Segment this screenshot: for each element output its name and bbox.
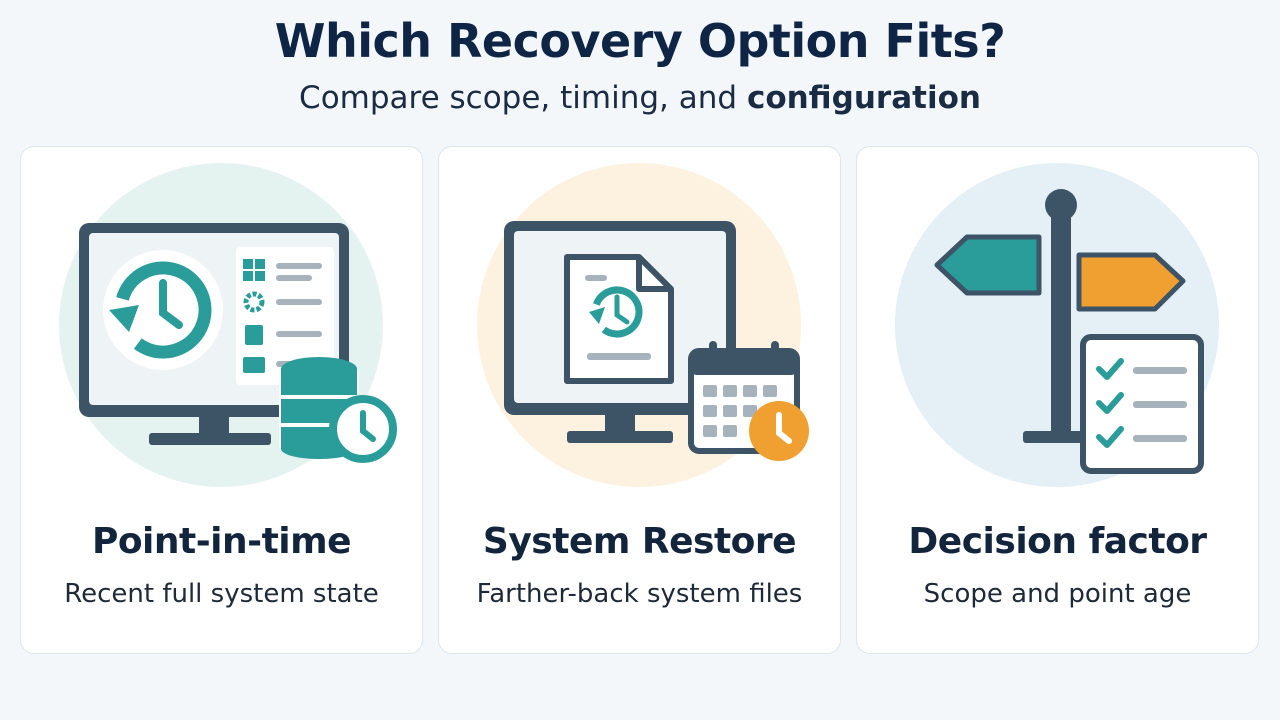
card-decision-factor: Decision factor Scope and point age <box>856 146 1259 654</box>
card-title: Point-in-time <box>91 521 352 562</box>
card-point-in-time: Point-in-time Recent full system state <box>20 146 423 654</box>
card-description: Recent full system state <box>64 579 379 609</box>
card-description: Farther-back system files <box>476 579 803 609</box>
page-subtitle: Compare scope, timing, and configuration <box>0 80 1280 116</box>
subtitle-bold: configuration <box>746 80 981 116</box>
card-system-restore: System Restore Farther-back system files <box>438 146 841 654</box>
page-title: Which Recovery Option Fits? <box>274 14 1006 68</box>
signpost-checklist-icon <box>895 163 1219 487</box>
card-title: Decision factor <box>908 521 1207 562</box>
card-title: System Restore <box>482 521 797 562</box>
monitor-restore-database-icon <box>59 163 397 487</box>
card-description: Scope and point age <box>923 579 1192 609</box>
subtitle-prefix: Compare scope, timing, and <box>299 80 747 116</box>
monitor-file-calendar-icon <box>477 163 809 487</box>
